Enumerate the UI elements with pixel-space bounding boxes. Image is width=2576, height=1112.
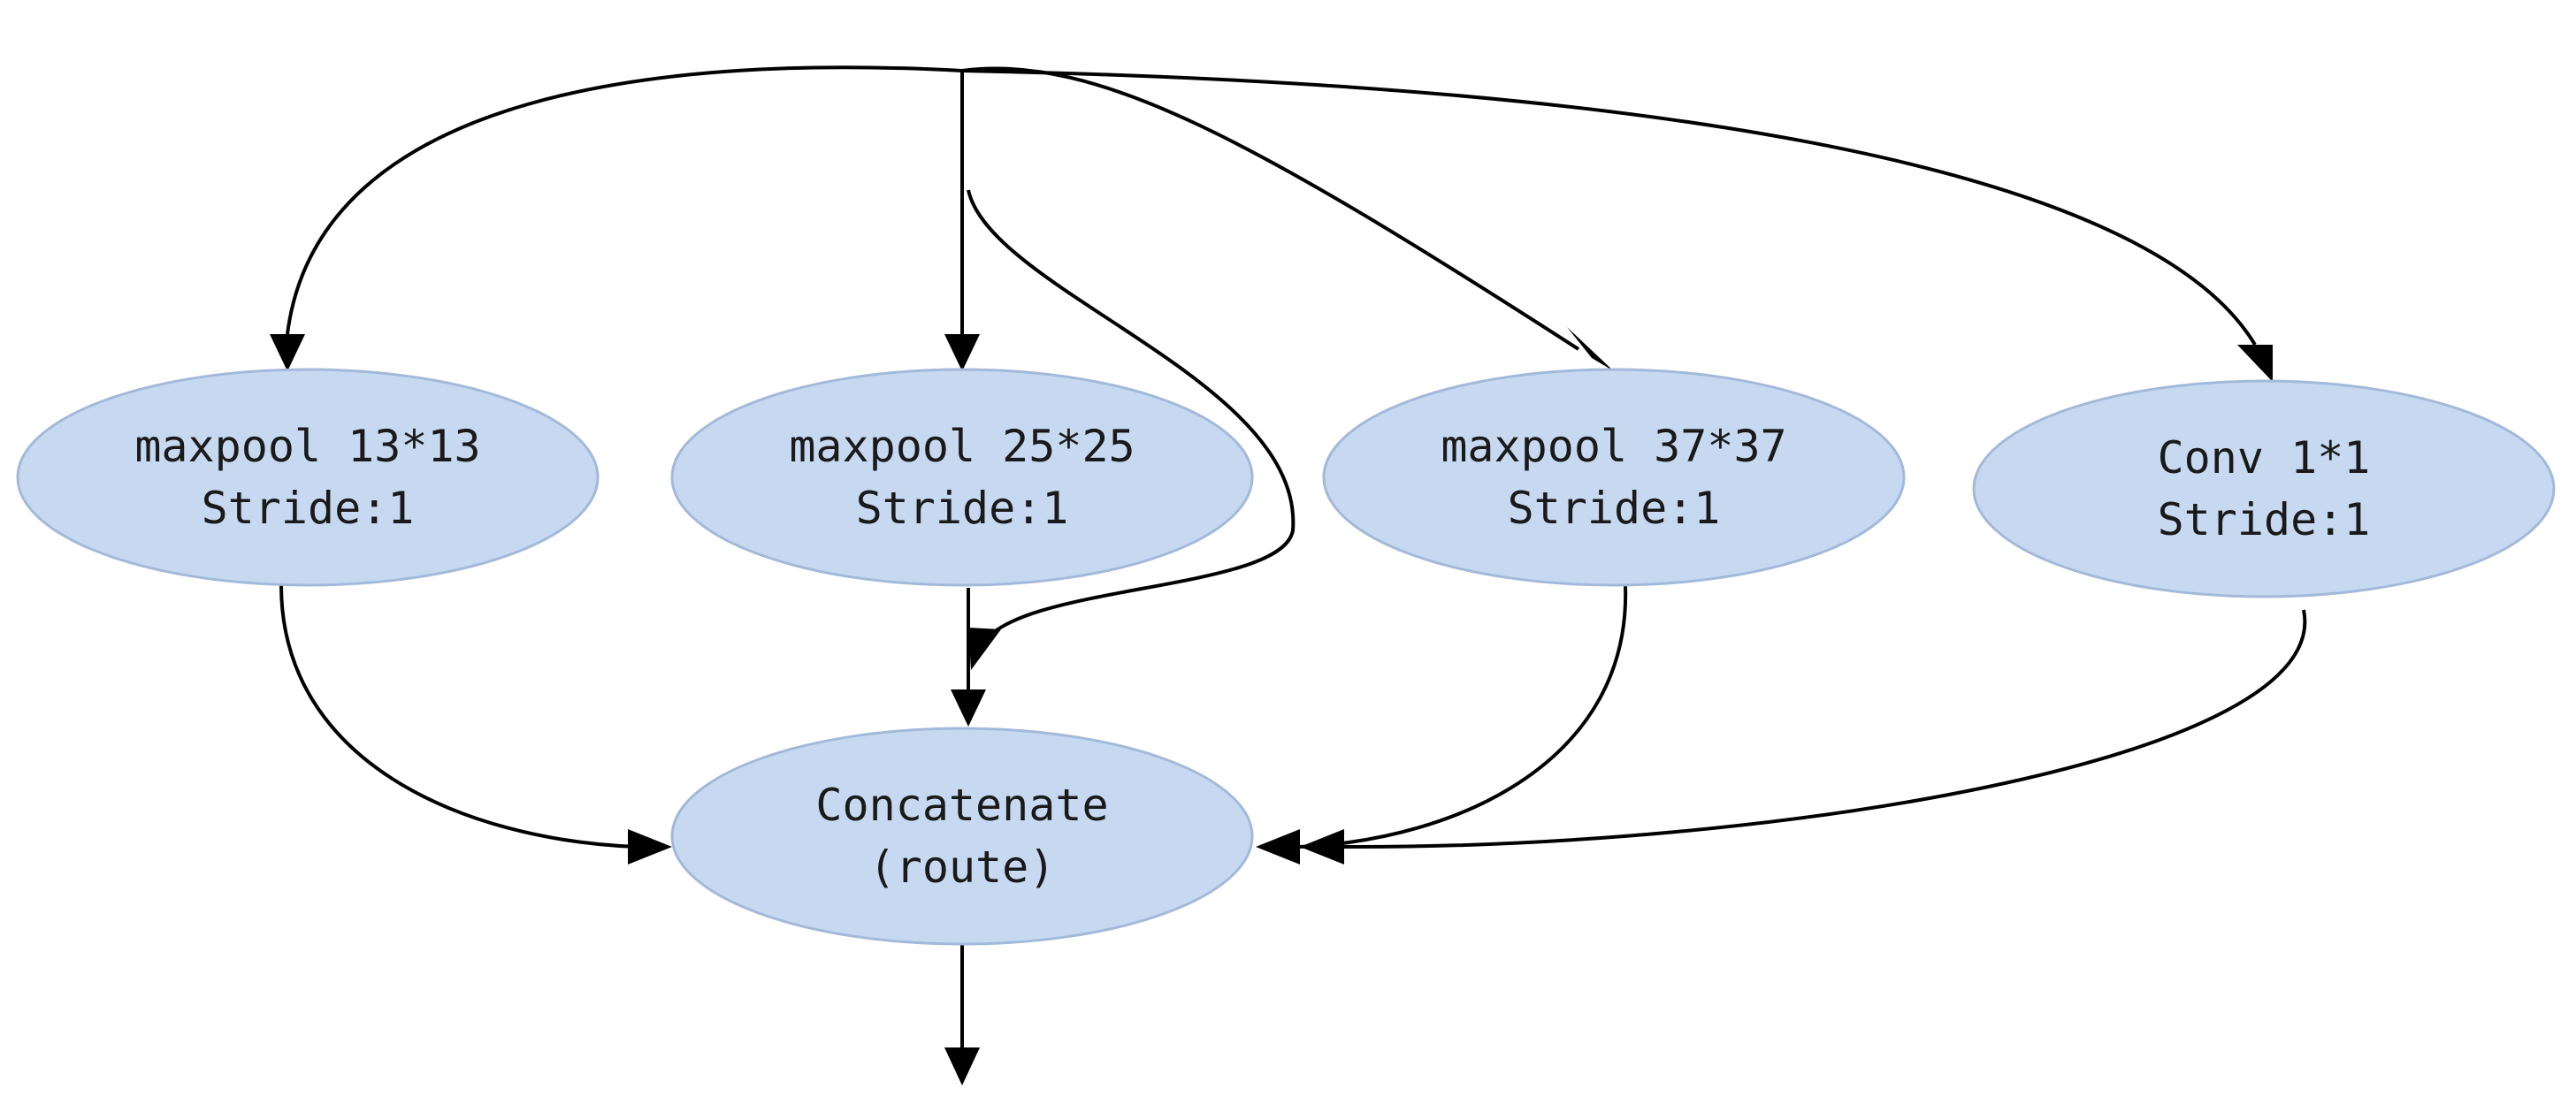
node-maxpool-25-label: maxpool 25*25: [789, 421, 1135, 472]
arrowhead-concat-left: [628, 829, 672, 864]
edge-conv1-to-concat: [1343, 609, 2307, 849]
arrowhead-shortcut: [968, 628, 1001, 670]
edge-input-to-maxpool13: [286, 65, 963, 335]
arrowhead-maxpool25: [944, 334, 980, 371]
arrowhead-concat-top: [951, 689, 986, 727]
edge-maxpool13-to-concat: [279, 584, 638, 849]
node-concatenate-label: Concatenate: [815, 780, 1108, 831]
node-maxpool-37-stride: Stride:1: [1508, 483, 1721, 534]
edge-input-to-concat: [967, 189, 1296, 647]
arrowhead-maxpool37: [1567, 327, 1614, 371]
arrowhead-conv1: [2237, 345, 2273, 382]
node-conv-1x1-stride: Stride:1: [2158, 494, 2371, 545]
arrowhead-output: [944, 1047, 980, 1085]
arrowhead-concat-right-1: [1256, 829, 1300, 864]
edge-input-to-maxpool37: [961, 66, 1580, 351]
node-maxpool-37-label: maxpool 37*37: [1441, 421, 1786, 472]
node-maxpool-25: maxpool 25*25 Stride:1: [670, 368, 1254, 587]
node-maxpool-25-stride: Stride:1: [856, 483, 1069, 534]
arrowhead-maxpool13: [270, 334, 305, 371]
node-maxpool-13-label: maxpool 13*13: [134, 421, 480, 472]
node-concatenate-route: (route): [869, 842, 1056, 893]
arrowhead-concat-right-2: [1300, 829, 1344, 864]
edge-input-to-conv1: [961, 69, 2257, 347]
edge-maxpool37-to-concat: [1299, 584, 1628, 849]
node-maxpool-37: maxpool 37*37 Stride:1: [1322, 368, 1906, 587]
node-concatenate: Concatenate (route): [670, 727, 1254, 946]
node-maxpool-13-stride: Stride:1: [202, 483, 415, 534]
node-maxpool-13: maxpool 13*13 Stride:1: [16, 368, 600, 587]
node-conv-1x1-label: Conv 1*1: [2158, 432, 2371, 484]
node-conv-1x1: Conv 1*1 Stride:1: [1972, 379, 2556, 598]
